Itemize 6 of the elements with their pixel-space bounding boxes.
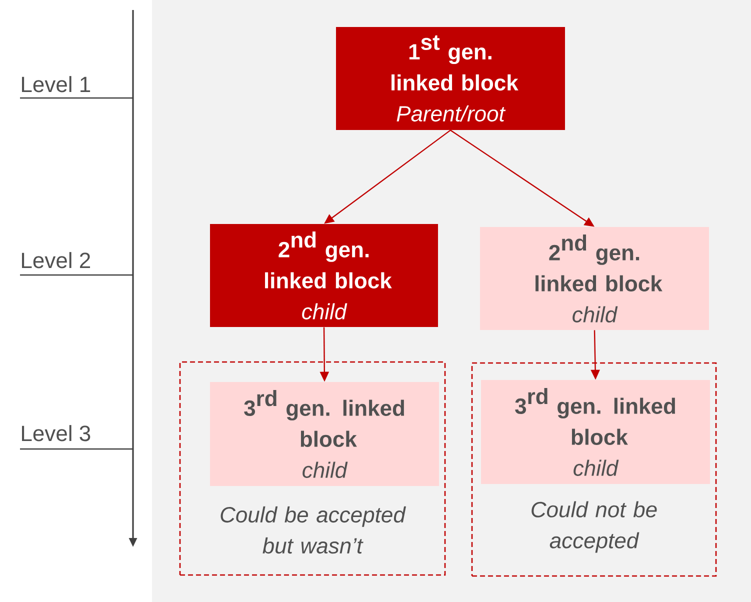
level-label: Level 3 [22, 425, 90, 442]
linked-block: $\textbf{2}^{\textbf{nd}}\textbf{ gen.}\allowbreak\textbf{ linked block}$ child [210, 224, 438, 327]
level-label: Level 2 [22, 252, 90, 268]
linked-block: $\textbf{2}^{\textbf{nd}}\textbf{ gen.}\allowbreak\textbf{ linked block}$ child [480, 227, 709, 330]
linked-block: $\textbf{1}^{\textbf{st}}\textbf{ gen.}\allowbreak\textbf{ linked block}$ Parent/root [336, 27, 565, 130]
level-label: Level 1 [22, 76, 90, 92]
